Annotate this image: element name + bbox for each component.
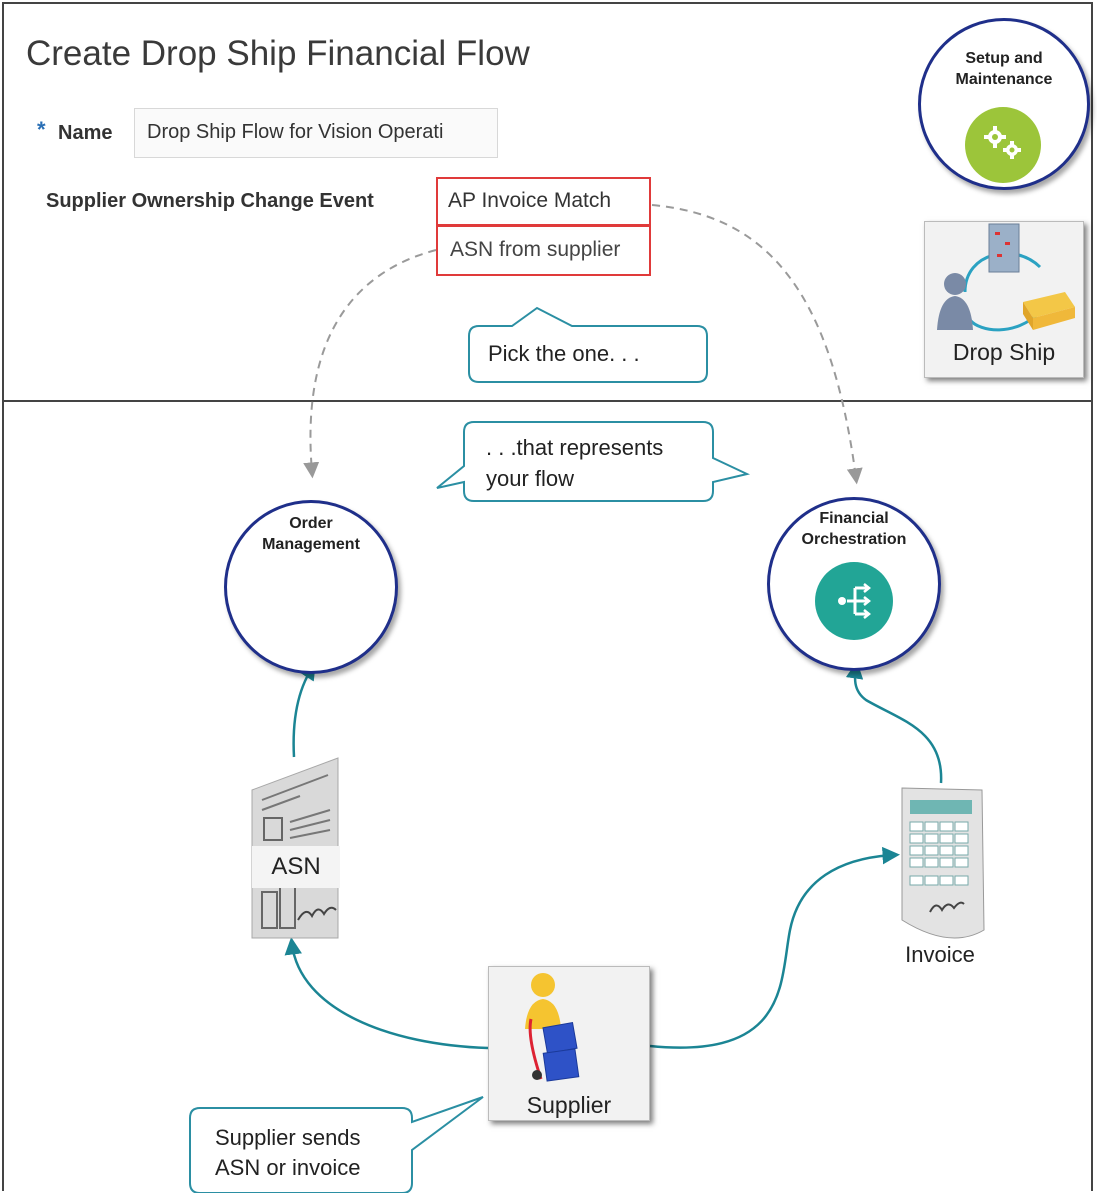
dashed-connector-asn — [303, 249, 437, 479]
supplier-ownership-change-event-label: Supplier Ownership Change Event — [46, 190, 374, 212]
asn-document-icon — [251, 757, 340, 939]
dashed-connector-invoice — [651, 204, 863, 485]
supplier-icon — [525, 973, 580, 1082]
setup-title-line1: Setup and — [965, 50, 1043, 67]
financial-orchestration-title-line2: Orchestration — [801, 531, 907, 548]
callout-represents-line2: your flow — [486, 466, 575, 491]
setup-title-line2: Maintenance — [955, 71, 1053, 88]
order-management-title-line2: Management — [262, 536, 360, 553]
invoice-document-icon — [901, 787, 985, 939]
page-title: Create Drop Ship Financial Flow — [26, 34, 530, 73]
supplier-label: Supplier — [526, 1092, 612, 1118]
arrow-invoice-to-financial-orchestration — [845, 661, 943, 784]
callout-pick-text: Pick the one. . . — [488, 341, 640, 366]
financial-orchestration-title-line1: Financial — [819, 510, 889, 527]
callout-represents-line1: . . .that represents — [486, 435, 664, 460]
name-label: Name — [58, 122, 113, 144]
order-management-node[interactable] — [224, 500, 398, 674]
invoice-label: Invoice — [905, 942, 975, 967]
arrow-supplier-to-asn — [284, 937, 489, 1050]
flow-panel — [2, 402, 1093, 1191]
drop-ship-node[interactable] — [924, 221, 1084, 378]
drop-ship-label: Drop Ship — [952, 339, 1056, 365]
arrow-asn-to-order-management — [292, 662, 316, 758]
callout-pick-bubble — [468, 306, 708, 383]
callout-supplier-line1: Supplier sends — [215, 1125, 361, 1150]
asn-label: ASN — [271, 853, 321, 880]
arrow-supplier-to-invoice — [649, 846, 900, 1049]
orchestration-split-icon — [815, 562, 893, 640]
order-management-title-line1: Order — [289, 515, 333, 532]
callout-represents-bubble — [436, 421, 751, 502]
setup-gears-icon — [965, 107, 1041, 183]
drop-ship-icon — [937, 223, 1075, 332]
callout-supplier-line2: ASN or invoice — [215, 1155, 361, 1180]
supplier-node[interactable] — [488, 966, 650, 1121]
required-marker: * — [37, 117, 46, 142]
name-input[interactable]: Drop Ship Flow for Vision Operati — [134, 108, 498, 158]
event-option-asn-from-supplier[interactable]: ASN from supplier — [436, 225, 651, 276]
